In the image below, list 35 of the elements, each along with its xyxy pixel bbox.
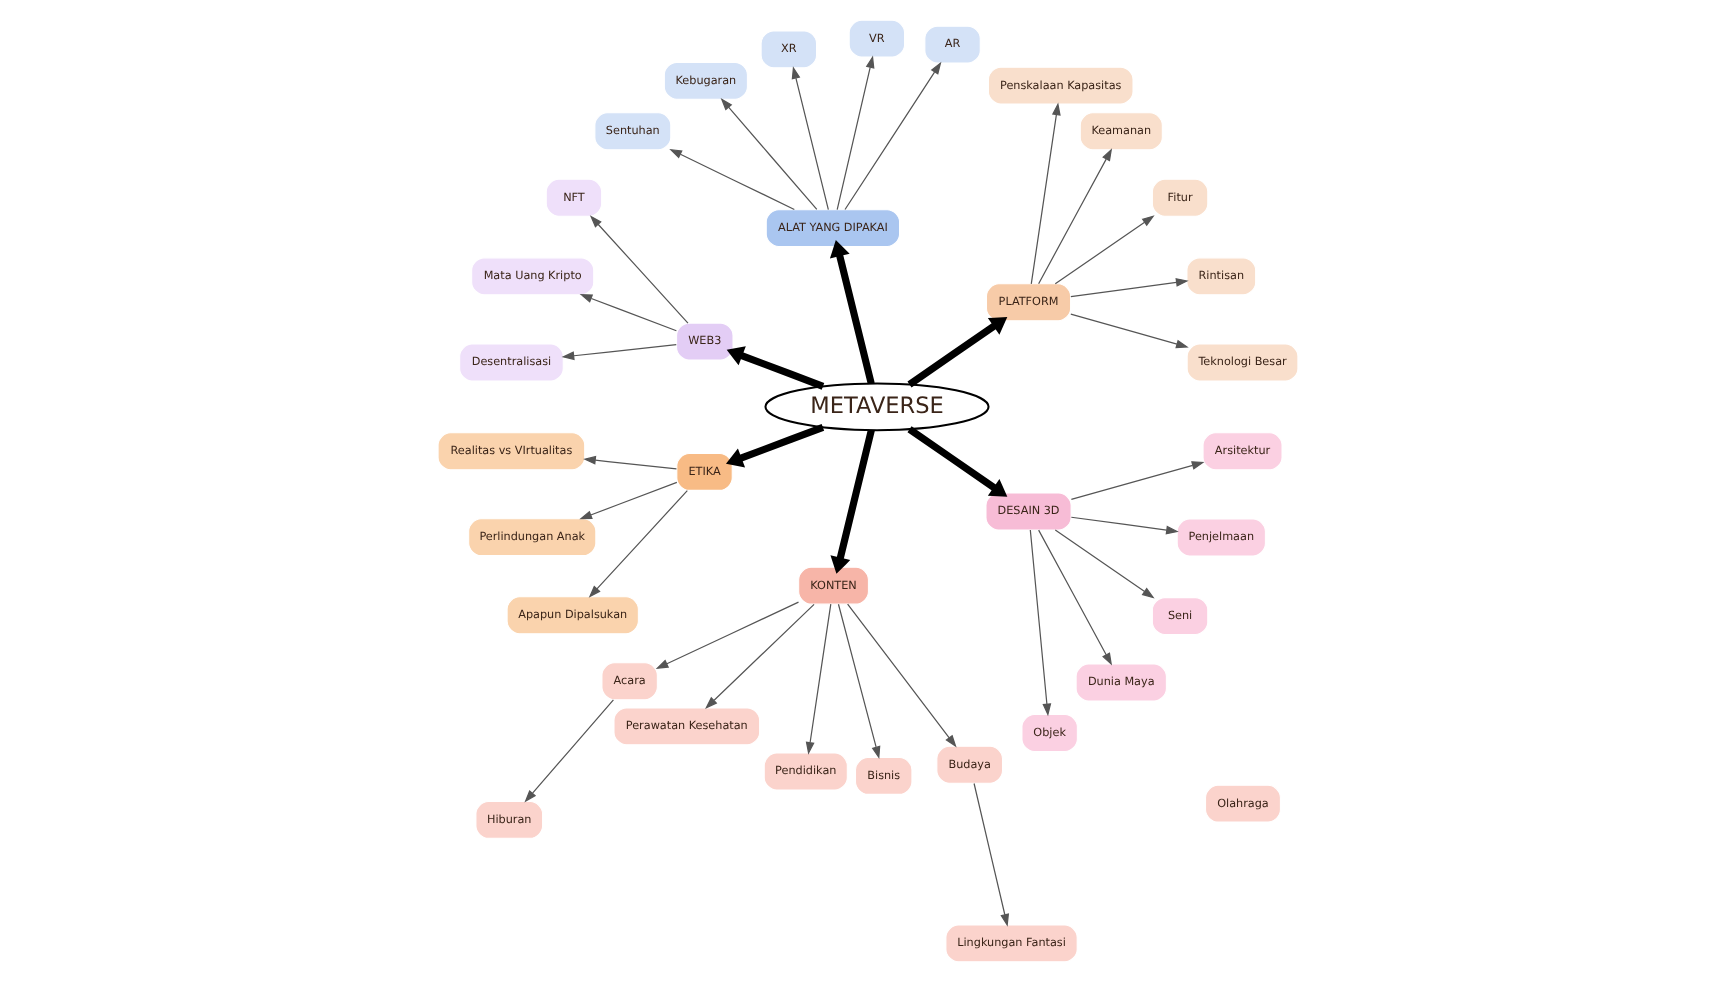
arrow <box>791 66 829 211</box>
arrow <box>1070 461 1205 501</box>
arrow <box>1070 313 1189 349</box>
arrow <box>579 481 678 520</box>
arrow <box>1070 278 1189 298</box>
arrow <box>907 426 1008 497</box>
arrow <box>973 782 1010 927</box>
arrow <box>705 603 815 709</box>
arrow <box>805 603 832 755</box>
arrow <box>583 455 678 470</box>
arrow <box>726 346 825 390</box>
arrow <box>655 601 800 669</box>
arrow <box>579 294 677 332</box>
arrow <box>829 239 875 385</box>
arrow <box>669 148 795 211</box>
node-ellipse: METAVERSE <box>764 382 990 432</box>
arrow <box>725 423 825 468</box>
arrow <box>1029 529 1052 717</box>
arrow <box>837 603 881 760</box>
arrow <box>561 344 677 361</box>
arrow <box>588 490 688 598</box>
arrow <box>844 61 942 211</box>
arrow <box>836 55 875 211</box>
arrow <box>1038 529 1113 666</box>
arrow <box>830 429 875 574</box>
arrow <box>1070 516 1179 535</box>
arrow <box>907 316 1008 388</box>
arrow <box>524 699 614 803</box>
arrow <box>720 97 818 211</box>
arrow <box>1038 148 1113 285</box>
arrow <box>847 603 957 748</box>
arrow <box>1054 215 1155 285</box>
arrow <box>1054 529 1155 599</box>
arrow <box>589 215 689 324</box>
arrow <box>1030 102 1061 285</box>
